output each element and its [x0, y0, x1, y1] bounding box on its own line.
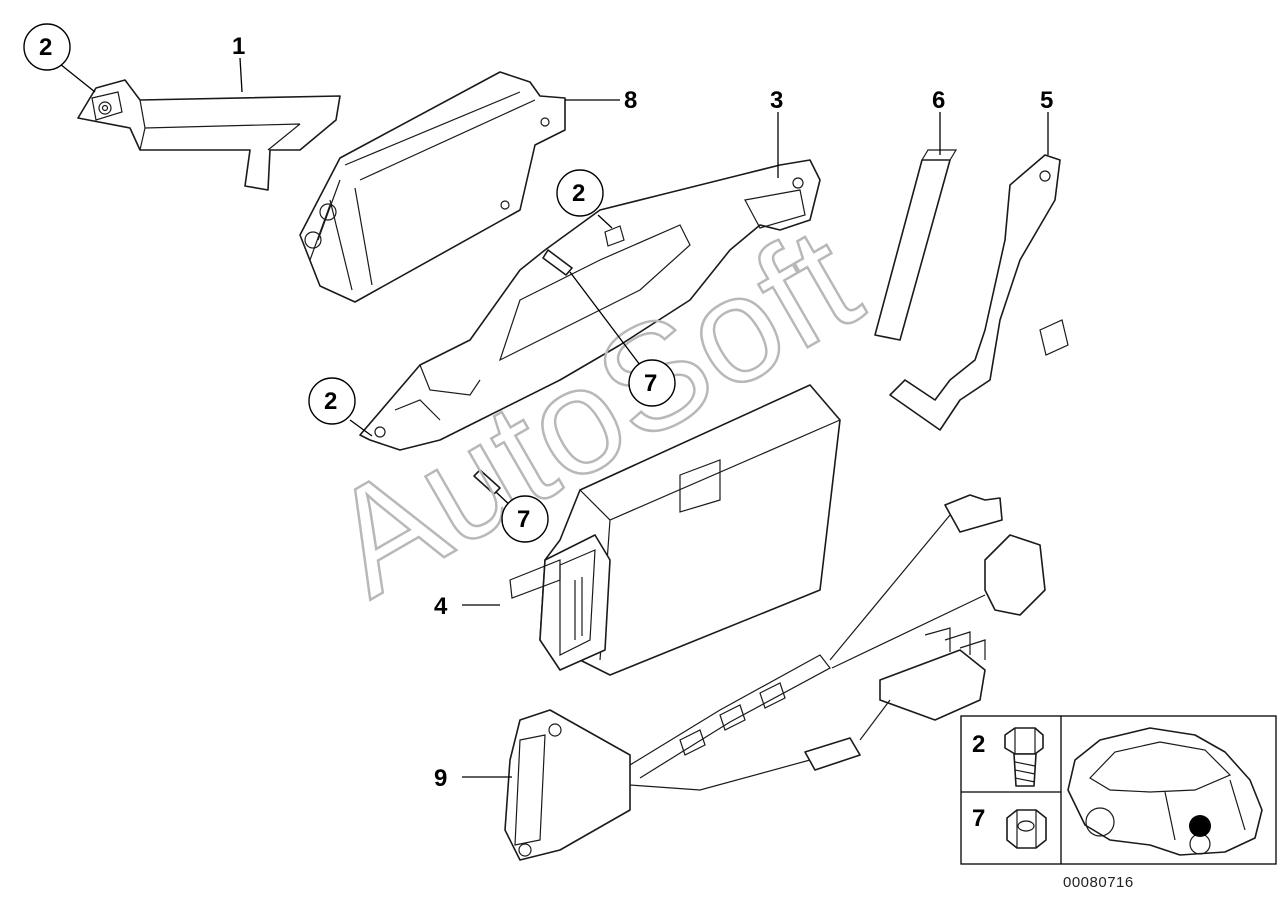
svg-text:4: 4 — [434, 593, 448, 620]
part-9-harness — [504, 494, 1046, 861]
svg-text:3: 3 — [770, 87, 783, 114]
location-marker — [1189, 815, 1211, 837]
callout-2-top-left: 2 — [23, 23, 71, 71]
svg-text:7: 7 — [644, 370, 657, 397]
callout-2-middle: 2 — [556, 169, 604, 217]
svg-text:6: 6 — [932, 87, 945, 114]
part-8-module — [299, 71, 566, 303]
stud-lower — [473, 469, 501, 495]
leader-lines — [59, 57, 1049, 778]
callout-9: 9 — [434, 765, 447, 792]
stud-upper — [542, 249, 573, 276]
svg-text:2: 2 — [324, 388, 337, 415]
callout-8: 8 — [624, 87, 637, 114]
reference-code: 00080716 — [1063, 874, 1134, 891]
callout-2-lower: 2 — [308, 377, 356, 425]
callout-7-lower: 7 — [501, 495, 549, 543]
inset-car-location — [1067, 727, 1263, 856]
part-6-strip — [874, 149, 958, 341]
part-5-bracket — [889, 154, 1069, 431]
svg-text:8: 8 — [624, 87, 637, 114]
part-3-carrier — [359, 159, 821, 451]
part-4-control-unit — [509, 384, 841, 676]
svg-text:5: 5 — [1040, 87, 1053, 114]
svg-text:7: 7 — [517, 506, 530, 533]
svg-text:2: 2 — [972, 731, 985, 758]
svg-text:7: 7 — [972, 805, 985, 832]
callout-6: 6 — [932, 87, 945, 114]
callout-5: 5 — [1040, 87, 1053, 114]
callout-4: 4 — [434, 593, 448, 620]
inset-nut: 7 — [972, 805, 1047, 849]
svg-text:1: 1 — [232, 33, 245, 60]
svg-text:2: 2 — [39, 34, 52, 61]
callout-7-upper: 7 — [628, 359, 676, 407]
inset-legend: 2 7 — [960, 715, 1277, 865]
svg-text:2: 2 — [572, 180, 585, 207]
part-1-bracket — [77, 79, 341, 191]
svg-text:9: 9 — [434, 765, 447, 792]
callout-3: 3 — [770, 87, 783, 114]
callout-1: 1 — [232, 33, 245, 60]
inset-screw: 2 — [972, 727, 1044, 787]
